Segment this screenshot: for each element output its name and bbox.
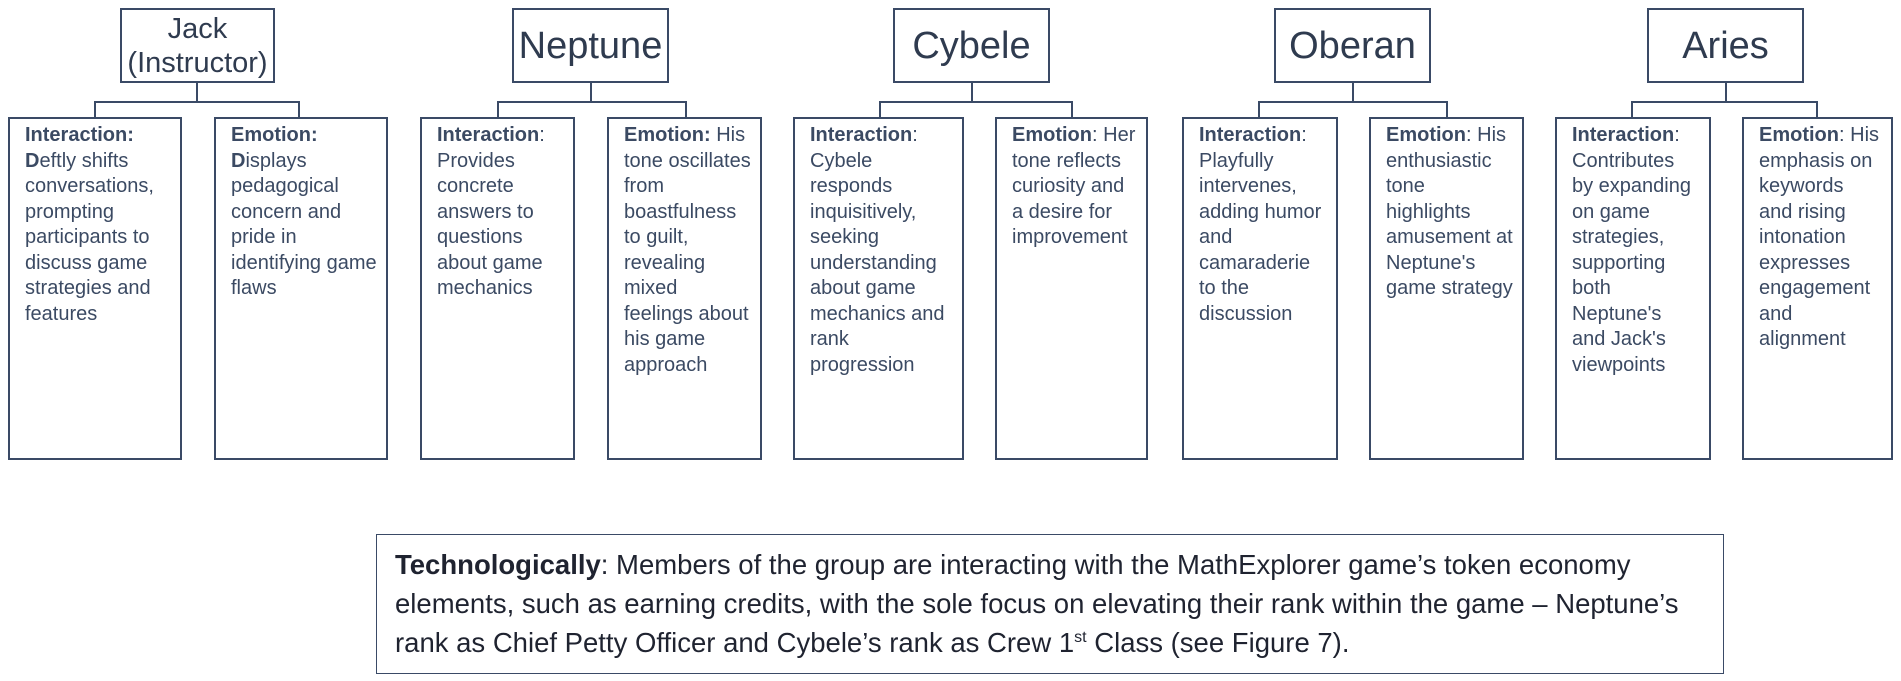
interaction-label: Interaction [1572,124,1675,146]
interaction-box-jack: Interaction: Deftly shifts conversations… [8,117,182,460]
interaction-colon: : [912,124,918,146]
emotion-text: His tone oscillates from boastfulness to… [624,124,751,376]
connector [1446,101,1448,117]
role-box-jack: Jack (Instructor) [120,8,275,83]
emotion-text: His enthusiastic tone highlights amuseme… [1386,124,1513,299]
connector [971,83,973,102]
connector [1725,83,1727,102]
interaction-colon: : [1301,124,1307,146]
role-title: Jack (Instructor) [127,12,267,80]
emotion-colon: : [1092,124,1098,146]
role-title: Oberan [1289,24,1416,67]
interaction-box-oberan: Interaction: Playfully intervenes, addin… [1182,117,1338,460]
emotion-box-oberan: Emotion: His enthusiastic tone highlight… [1369,117,1524,460]
connector [1631,101,1818,103]
role-box-cybele: Cybele [893,8,1050,83]
interaction-text: Contributes by expanding on game strateg… [1572,149,1691,376]
connector [590,83,592,102]
connector [94,101,300,103]
connector [879,101,1073,103]
role-box-oberan: Oberan [1274,8,1431,83]
connector [497,101,499,117]
emotion-text: Her tone reflects curiosity and a desire… [1012,124,1136,248]
note-text: : Members of the group are interacting w… [395,549,1679,658]
connector [298,101,300,117]
ordinal-suffix: st [1074,628,1087,646]
interaction-box-cybele: Interaction: Cybele responds inquisitive… [793,117,964,460]
interaction-label: Interaction [1199,124,1302,146]
role-title: Neptune [518,24,663,67]
emotion-box-jack: Emotion: Displays pedagogical concern an… [214,117,388,460]
emotion-colon: : [1839,124,1845,146]
emotion-box-aries: Emotion: His emphasis on keywords and ri… [1742,117,1893,460]
connector [1352,83,1354,102]
interaction-text: Provides concrete answers to questions a… [437,149,543,300]
role-title: Cybele [912,24,1031,67]
interaction-colon: : [1674,124,1680,146]
interaction-text: Playfully intervenes, adding humor and c… [1199,149,1322,325]
emotion-colon: : [1466,124,1472,146]
interaction-text: eftly shifts conversations, prompting pa… [25,149,154,325]
note-heading: Technologically [395,549,601,580]
interaction-label: Interaction [437,124,540,146]
emotion-label: Emotion [1012,124,1092,146]
emotion-text: isplays pedagogical concern and pride in… [231,149,377,300]
connector [497,101,687,103]
emotion-label: Emotion [1759,124,1839,146]
emotion-lead-letter: D [231,149,246,172]
connector [1258,101,1448,103]
emotion-label: Emotion: [624,124,711,146]
connector [685,101,687,117]
technological-note: Technologically: Members of the group ar… [376,534,1724,674]
connector [879,101,881,117]
interaction-lead-letter: D [25,149,40,172]
interaction-box-neptune: Interaction: Provides concrete answers t… [420,117,575,460]
emotion-label: Emotion [1386,124,1466,146]
connector [94,101,96,117]
emotion-label: Emotion: [231,124,318,146]
role-box-neptune: Neptune [512,8,669,83]
role-title-line-2: (Instructor) [127,46,268,79]
role-box-aries: Aries [1647,8,1804,83]
role-title-line-1: Jack [167,12,228,45]
interaction-text: Cybele responds inquisitively, seeking u… [810,149,945,376]
connector [1816,101,1818,117]
interaction-box-aries: Interaction: Contributes by expanding on… [1555,117,1711,460]
connector [1258,101,1260,117]
note-text-end: Class (see Figure 7). [1086,627,1350,658]
interaction-label: Interaction [810,124,913,146]
connector [196,83,198,102]
emotion-box-neptune: Emotion: His tone oscillates from boastf… [607,117,762,460]
connector [1071,101,1073,117]
emotion-box-cybele: Emotion: Her tone reflects curiosity and… [995,117,1148,460]
interaction-label: Interaction: [25,124,134,146]
connector [1631,101,1633,117]
role-title: Aries [1682,24,1769,67]
emotion-text: His emphasis on keywords and rising into… [1759,124,1880,350]
interaction-colon: : [539,124,545,146]
